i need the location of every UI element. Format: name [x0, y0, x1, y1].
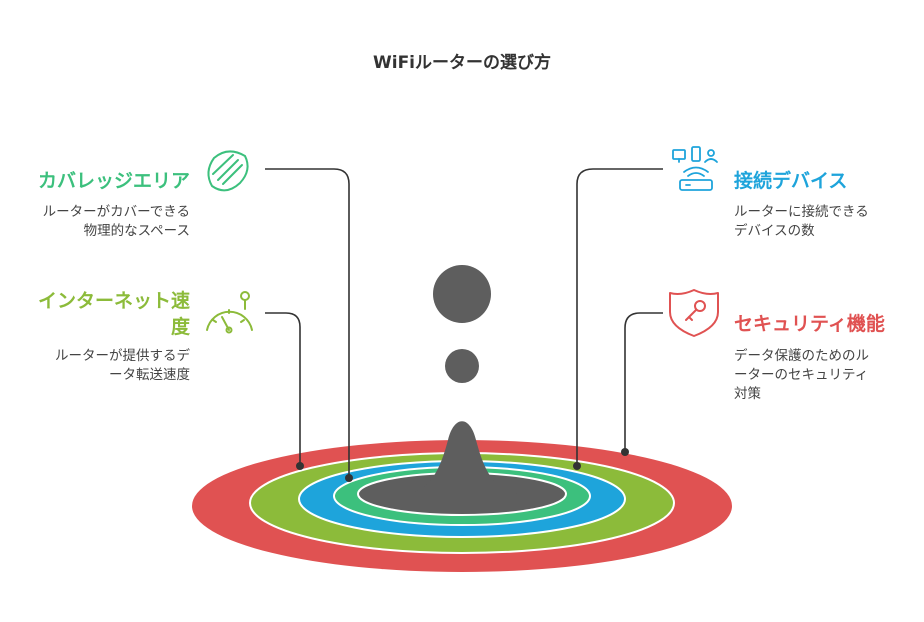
- speed-title: インターネット速 度: [38, 288, 190, 340]
- devices-desc: ルーターに接続できる デバイスの数: [734, 203, 869, 241]
- security-title: セキュリティ機能: [734, 313, 885, 335]
- connector-security: [624, 312, 663, 452]
- center-small-dot: [445, 349, 479, 383]
- speed-desc-line-1: ルーターが提供するデ: [55, 348, 190, 364]
- center-large-dot: [433, 265, 491, 323]
- speed-desc: ルーターが提供するデ ータ転送速度: [55, 347, 190, 385]
- security-desc: データ保護のためのル ーターのセキュリティ 対策: [734, 347, 869, 404]
- shield-pad-icon: [207, 150, 249, 192]
- security-key-icon: [669, 289, 719, 337]
- connector-dot-coverage: [345, 474, 353, 482]
- connector-dot-security: [621, 448, 629, 456]
- speed-title-line-2: 度: [170, 316, 190, 338]
- devices-desc-line-2: デバイスの数: [734, 223, 815, 239]
- connector-speed: [265, 312, 301, 466]
- connector-dot-devices: [573, 462, 581, 470]
- coverage-title: カバレッジエリア: [37, 170, 190, 192]
- connector-coverage: [265, 168, 350, 478]
- security-desc-line-1: データ保護のためのル: [734, 348, 869, 364]
- coverage-desc-line-2: 物理的なスペース: [83, 223, 190, 239]
- devices-title: 接続デバイス: [734, 170, 848, 192]
- speedometer-icon: [206, 291, 253, 334]
- security-desc-line-3: 対策: [734, 386, 761, 402]
- devices-desc-line-1: ルーターに接続できる: [734, 204, 869, 220]
- coverage-desc-line-1: ルーターがカバーできる: [42, 204, 190, 220]
- page-title: WiFiルーターの選び方: [372, 53, 552, 73]
- connected-devices-icon: [672, 146, 718, 191]
- security-desc-line-2: ーターのセキュリティ: [734, 367, 869, 383]
- coverage-desc: ルーターがカバーできる 物理的なスペース: [43, 203, 190, 241]
- speed-title-line-1: インターネット速: [37, 290, 190, 312]
- speed-desc-line-2: ータ転送速度: [109, 367, 190, 383]
- connector-devices: [576, 168, 663, 466]
- connector-dot-speed: [296, 462, 304, 470]
- center-peak: [404, 421, 520, 494]
